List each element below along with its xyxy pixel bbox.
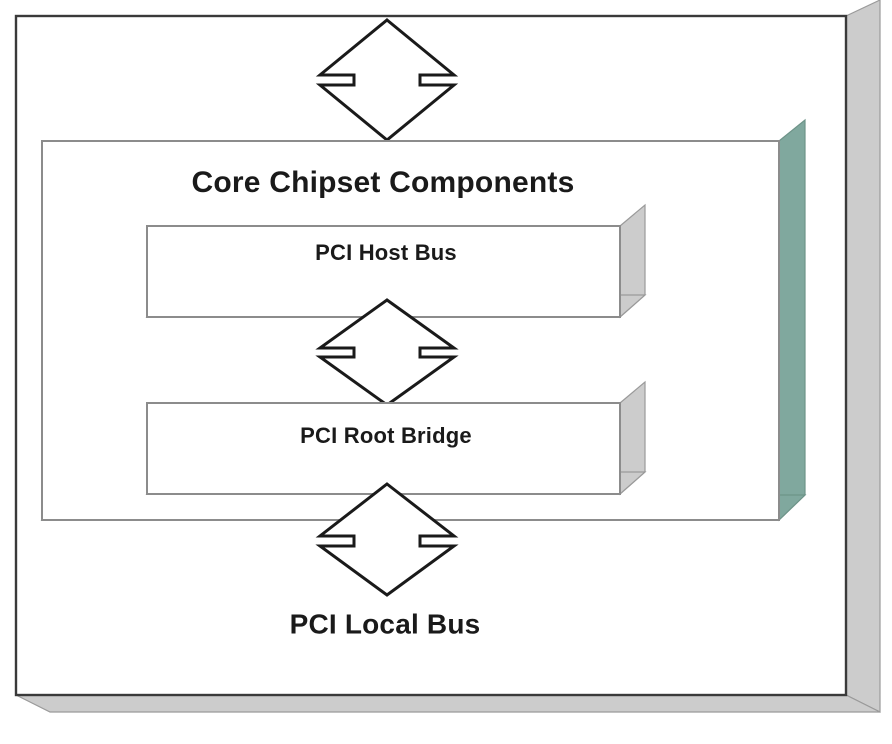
bottom-arrow xyxy=(315,482,459,597)
outer-box-right-face xyxy=(845,0,881,713)
chipset-box-right-face xyxy=(778,118,806,522)
root-bridge-box xyxy=(145,380,647,496)
bottom-arrow-shape xyxy=(315,482,459,597)
outer-box-bottom-face xyxy=(15,694,881,713)
pci-local-bus-label: PCI Local Bus xyxy=(290,608,481,639)
chipset-box-label: Core Chipset Components xyxy=(192,166,575,199)
root-bridge-box-label: PCI Root Bridge xyxy=(300,423,472,448)
root-bridge-box-front-face xyxy=(146,402,621,495)
host-bus-box-label: PCI Host Bus xyxy=(315,240,457,265)
